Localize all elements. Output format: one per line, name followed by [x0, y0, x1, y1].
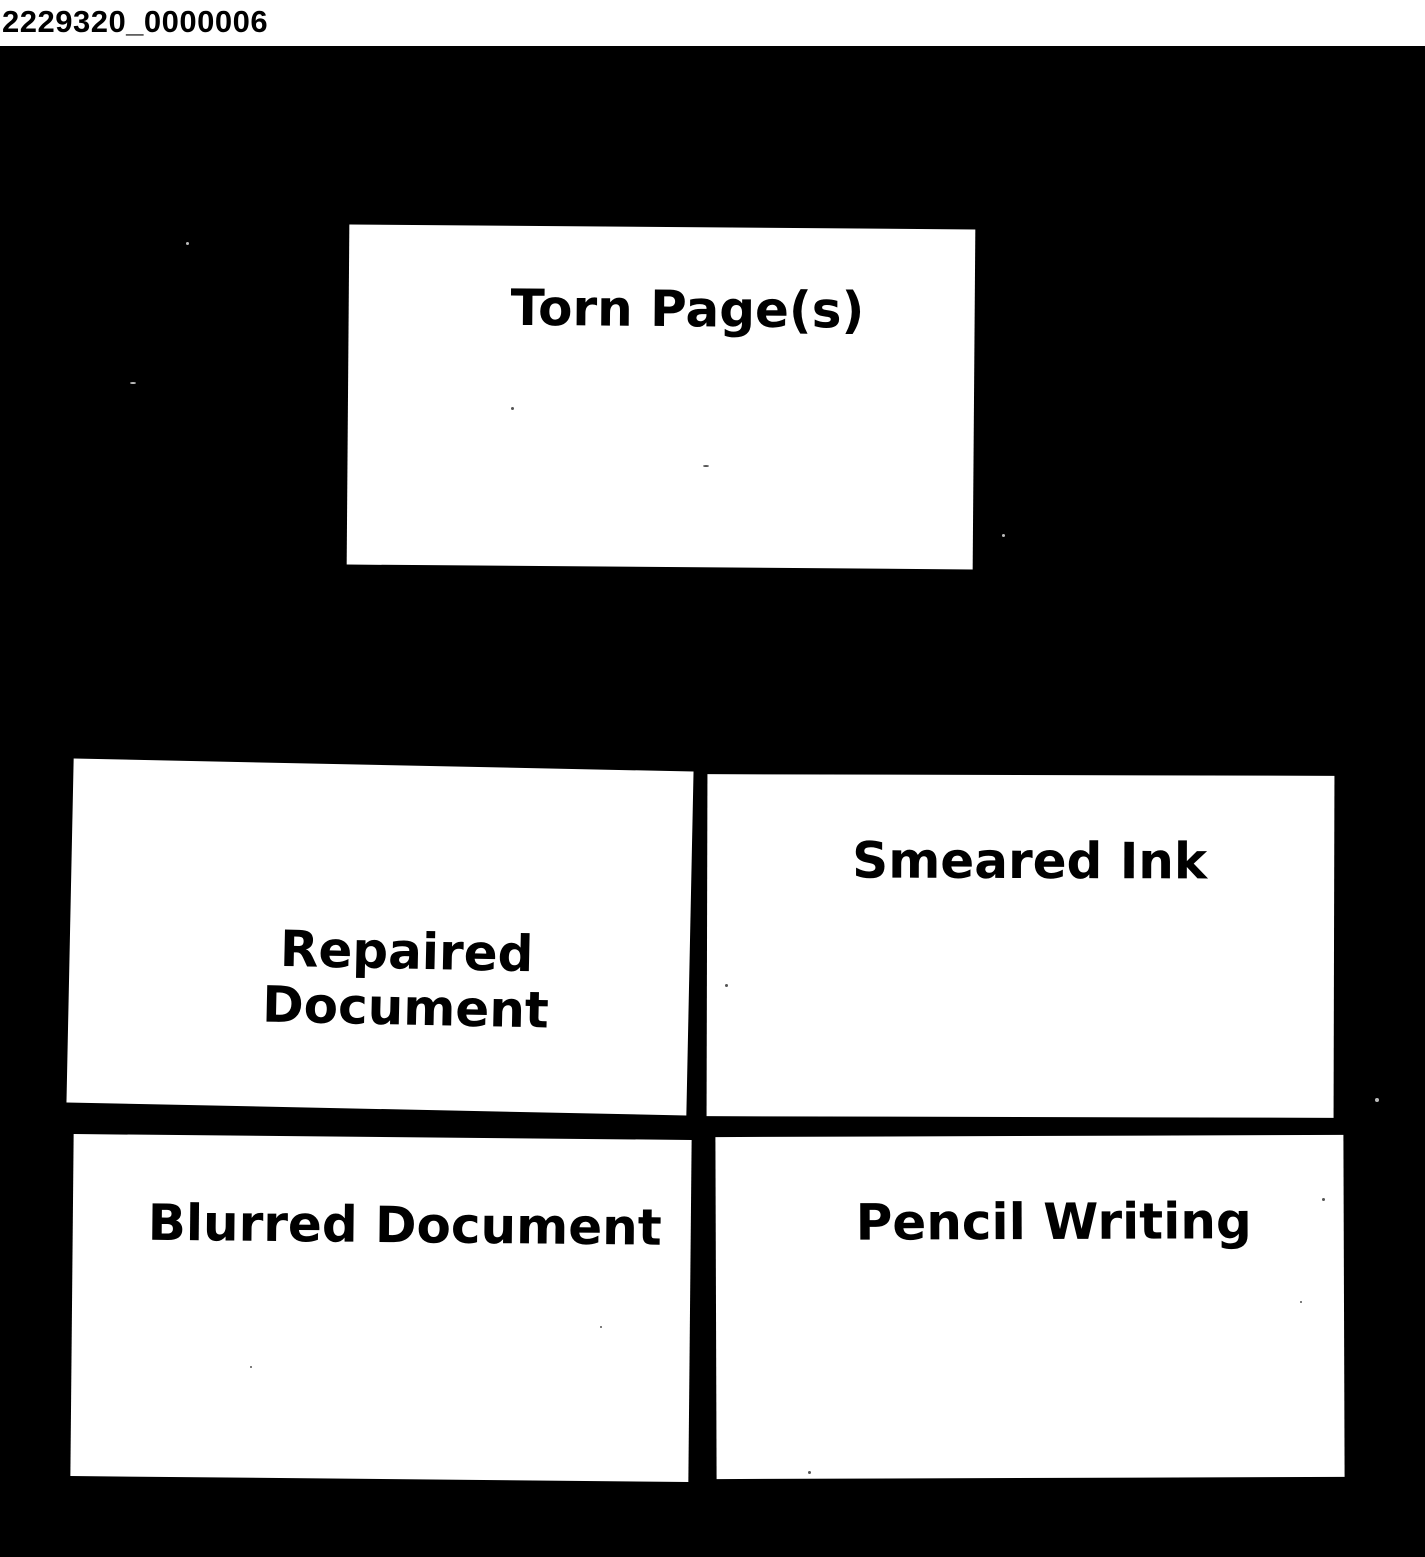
card-smeared-ink: Smeared Ink [706, 774, 1335, 1118]
card-label-smeared-ink: Smeared Ink [852, 831, 1208, 891]
card-label-torn-pages: Torn Page(s) [510, 278, 865, 340]
card-repaired-document: Repaired Document [66, 758, 694, 1116]
scan-speck [1322, 1198, 1325, 1201]
card-label-line-2: Document [261, 975, 550, 1040]
card-label-blurred-document: Blurred Document [147, 1193, 662, 1257]
card-pencil-writing: Pencil Writing [715, 1134, 1345, 1480]
document-id: 2229320_0000006 [2, 4, 269, 39]
card-label-pencil-writing: Pencil Writing [855, 1192, 1252, 1252]
scanned-sheet: Torn Page(s) Repaired Document Smeared I… [0, 46, 1425, 1557]
scan-speck [130, 382, 136, 384]
scan-speck [703, 465, 709, 467]
card-label-repaired-document: Repaired Document [260, 919, 552, 1040]
card-label-line-1: Repaired [279, 919, 534, 984]
card-blurred-document: Blurred Document [70, 1134, 692, 1482]
scan-speck [511, 407, 514, 410]
scan-speck [1375, 1098, 1379, 1102]
scan-speck [808, 1471, 811, 1474]
scan-speck [1002, 534, 1005, 537]
scan-speck [1300, 1301, 1302, 1303]
header-bar: 2229320_0000006 [0, 0, 1425, 46]
scan-speck [250, 1366, 252, 1368]
scan-speck [186, 242, 189, 245]
scan-speck [725, 984, 728, 987]
card-torn-pages: Torn Page(s) [346, 224, 976, 570]
scan-speck [600, 1326, 602, 1328]
